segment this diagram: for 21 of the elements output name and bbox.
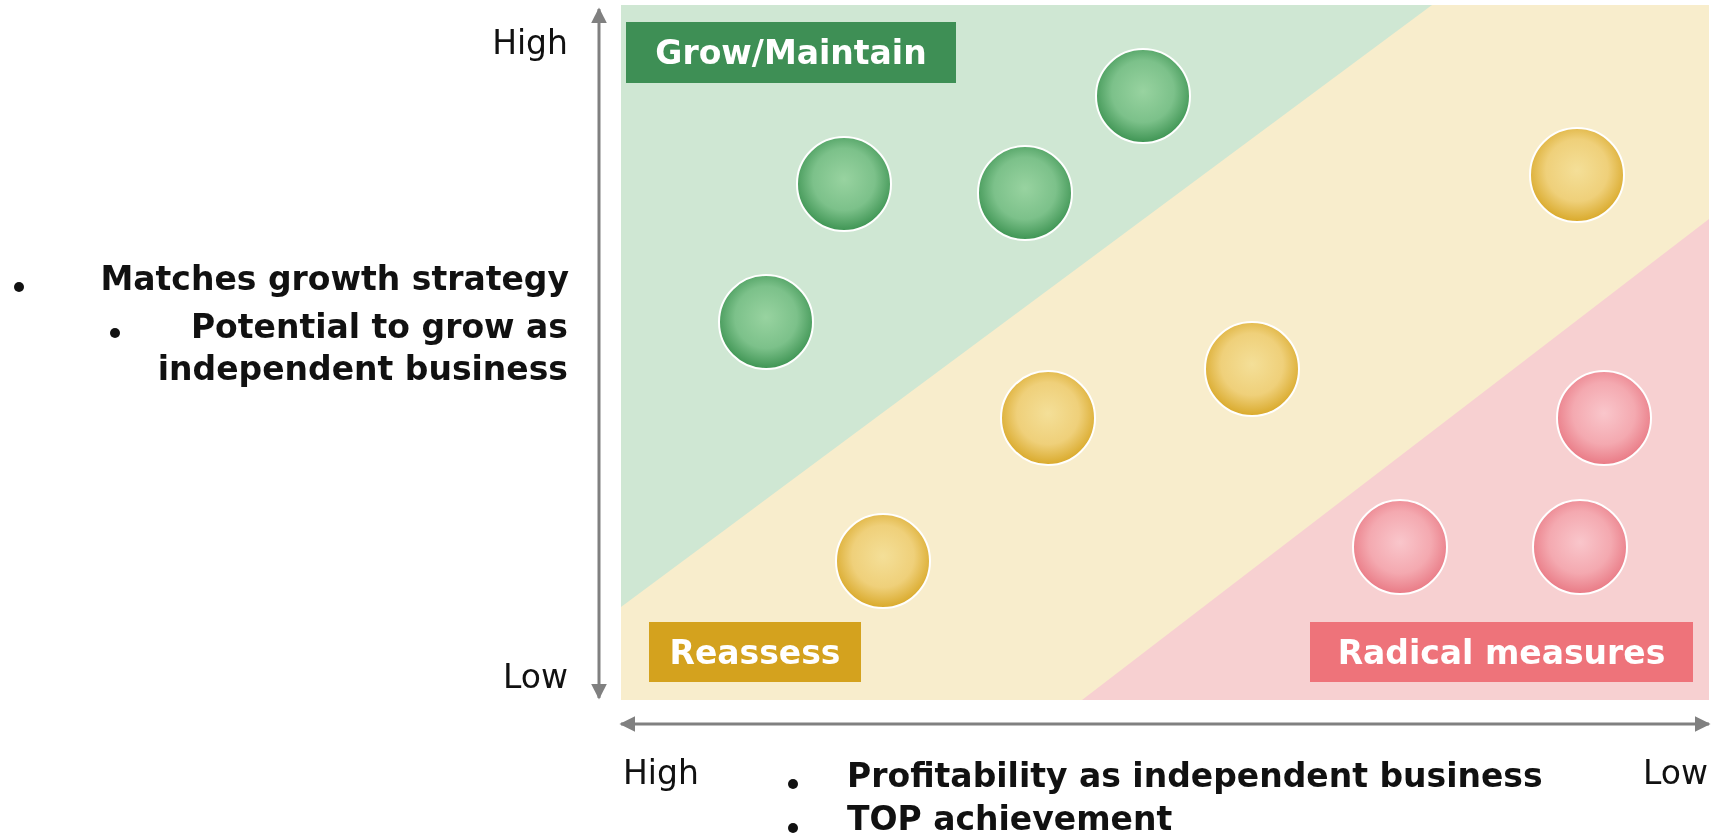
bubble <box>1000 370 1096 466</box>
bubble <box>1532 499 1628 595</box>
axis-criterion: TOP achievement <box>847 798 1174 837</box>
zone-label: Reassess <box>649 622 861 682</box>
zone-label: Radical measures <box>1310 622 1693 682</box>
axis-end-label: High <box>491 22 568 64</box>
bubble <box>1352 499 1448 595</box>
axis-end-label: Low <box>502 656 568 698</box>
bubble <box>1529 127 1625 223</box>
bubble <box>796 136 892 232</box>
axis-criterion: Profitability as independent business <box>847 755 1544 797</box>
bubble <box>1556 370 1652 466</box>
bubble <box>1095 48 1191 144</box>
axis-criterion: Matches growth strategy <box>99 258 569 300</box>
bubble <box>718 274 814 370</box>
bubble <box>977 145 1073 241</box>
zone-label: Grow/Maintain <box>626 22 956 83</box>
bubble <box>835 513 931 609</box>
bubble <box>1204 321 1300 417</box>
axis-end-label: High <box>623 752 700 794</box>
axis-criterion: Potential to grow as independent business <box>156 306 568 390</box>
